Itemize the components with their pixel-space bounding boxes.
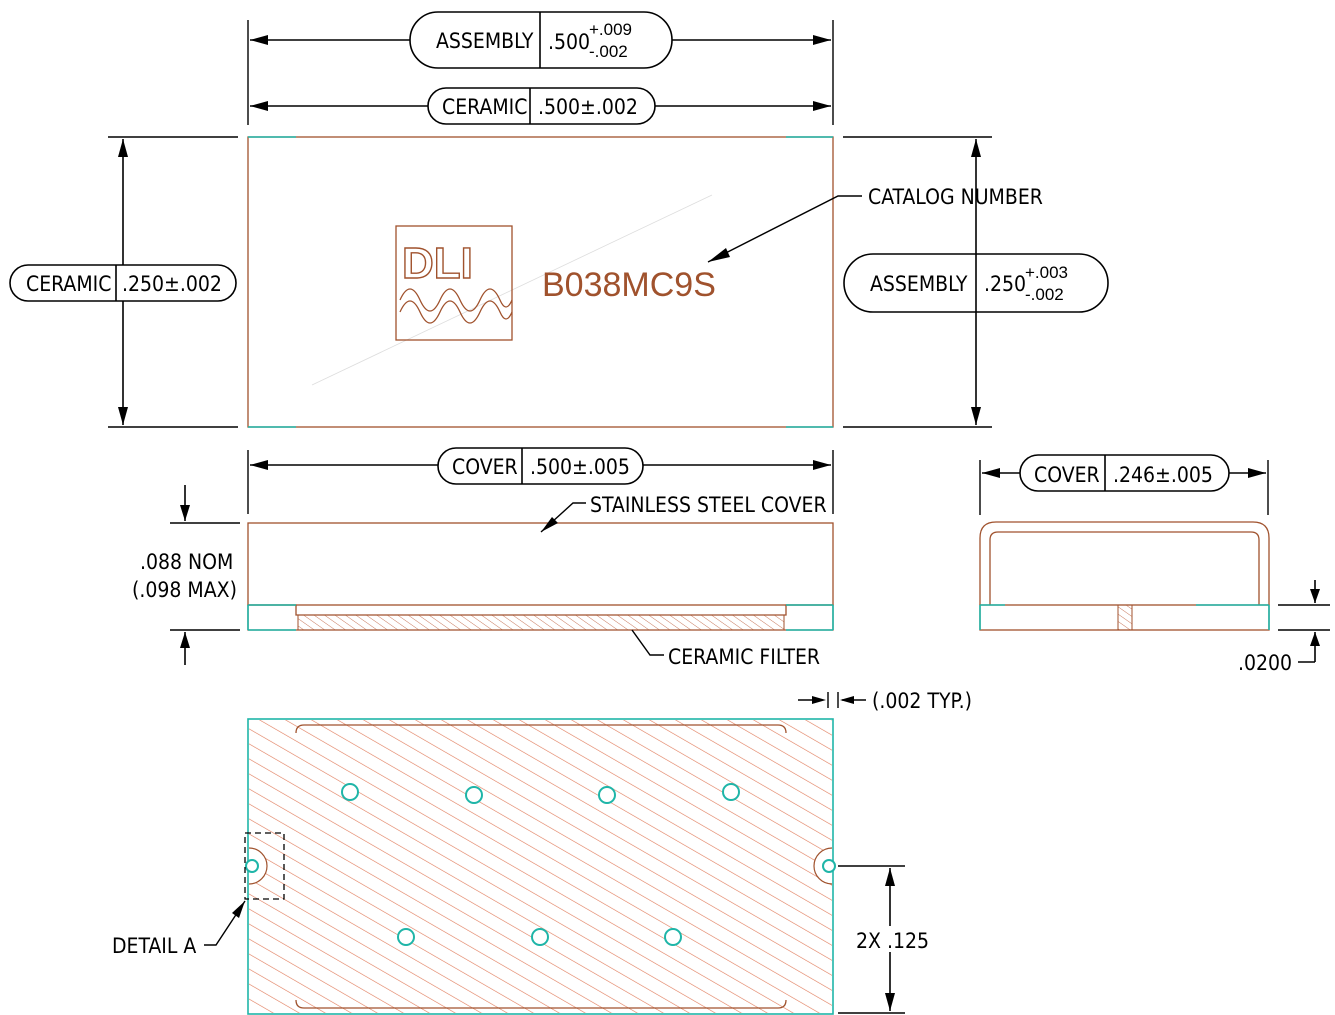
pad-hole	[341, 783, 359, 801]
dli-logo: DLI	[395, 225, 513, 341]
ceramic-width-value: .250±.002	[122, 272, 222, 296]
catalog-number-callout: CATALOG NUMBER	[868, 185, 1043, 209]
pad-hole	[722, 783, 740, 801]
cover-width-label: COVER	[1034, 463, 1100, 487]
assembly-length-dimension: ASSEMBLY .500 +.009 -.002	[247, 11, 834, 125]
ceramic-body-top	[247, 136, 834, 428]
hole-offset-value: 2X .125	[856, 929, 929, 953]
ceramic-length-dimension: CERAMIC .500±.002	[250, 87, 831, 125]
cover-width-value: .246±.005	[1113, 463, 1213, 487]
assembly-width-dimension: ASSEMBLY .250 +.003 -.002	[843, 136, 1109, 428]
base-thickness-dimension: .0200	[1238, 580, 1330, 675]
gap-typ-dimension: (.002 TYP.)	[798, 689, 972, 713]
bottom-view	[244, 718, 836, 1015]
cover-width-dimension: COVER .246±.005	[979, 454, 1269, 515]
assembly-length-nominal: .500	[548, 30, 590, 54]
assembly-width-label: ASSEMBLY	[870, 272, 968, 296]
gap-typ-value: (.002 TYP.)	[872, 689, 972, 713]
cover-length-dimension: COVER .500±.005	[247, 447, 834, 514]
assembly-width-tol-minus: -.002	[1025, 285, 1064, 304]
top-view: DLI B038MC9S CATALOG NUMBER	[247, 136, 1043, 428]
stainless-cover-label: STAINLESS STEEL COVER	[590, 493, 827, 517]
side-view	[247, 522, 834, 631]
end-view	[979, 521, 1270, 631]
ceramic-filter-callout: CERAMIC FILTER	[631, 629, 820, 669]
stainless-cover-callout: STAINLESS STEEL COVER	[540, 493, 827, 533]
ceramic-length-value: .500±.002	[538, 95, 638, 119]
cover-length-label: COVER	[452, 455, 518, 479]
pad-hole	[598, 786, 616, 804]
pad-hole	[465, 786, 483, 804]
assembly-width-tol-plus: +.003	[1025, 263, 1068, 282]
detail-a-label: DETAIL A	[112, 934, 196, 958]
height-dimension: .088 NOM (.098 MAX)	[132, 485, 240, 665]
ceramic-width-label: CERAMIC	[26, 272, 111, 296]
assembly-width-nominal: .250	[984, 272, 1026, 296]
detail-a-box	[244, 832, 285, 900]
ceramic-width-dimension: CERAMIC .250±.002	[9, 136, 238, 428]
assembly-length-tol-plus: +.009	[589, 20, 632, 39]
cover-length-value: .500±.005	[530, 455, 630, 479]
ceramic-length-label: CERAMIC	[442, 95, 527, 119]
ceramic-filter-label: CERAMIC FILTER	[668, 645, 820, 669]
logo-text: DLI	[402, 239, 473, 288]
hole-offset-dimension: 2X .125	[838, 865, 932, 1014]
stainless-cover-side	[247, 522, 834, 606]
pad-hole	[397, 928, 415, 946]
base-thickness-value: .0200	[1238, 651, 1292, 675]
assembly-length-tol-minus: -.002	[589, 42, 628, 61]
assembly-length-label: ASSEMBLY	[436, 29, 534, 53]
pad-hole	[664, 928, 682, 946]
pad-hole	[531, 928, 549, 946]
height-nominal: .088 NOM	[140, 550, 233, 574]
height-max: (.098 MAX)	[132, 578, 237, 602]
detail-a-callout: DETAIL A	[112, 900, 246, 958]
catalog-number-marking: B038MC9S	[542, 266, 716, 304]
